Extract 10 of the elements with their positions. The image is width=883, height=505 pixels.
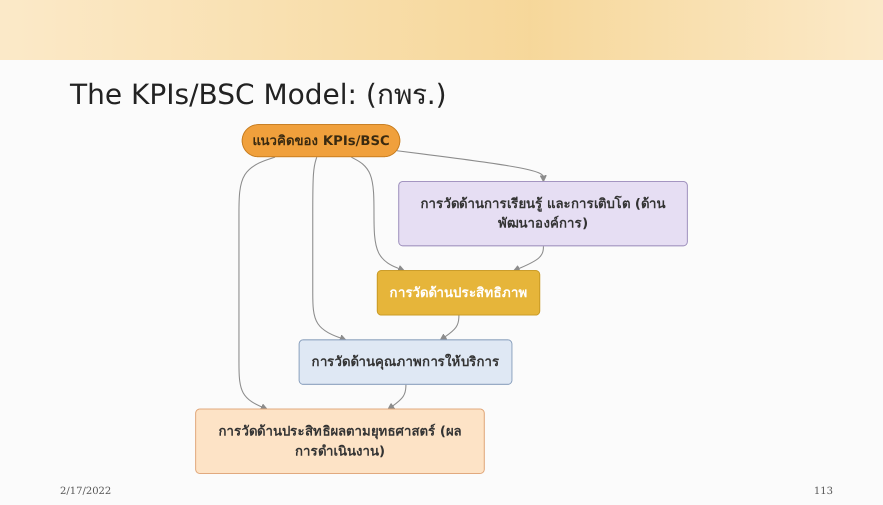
arrow — [238, 156, 276, 410]
arrow — [312, 157, 347, 342]
date-label: 2/17/2022 — [60, 486, 112, 497]
arrow — [512, 246, 544, 272]
page-number: 113 — [814, 486, 833, 497]
arrow — [387, 384, 406, 410]
arrow — [351, 156, 405, 272]
arrow — [440, 315, 460, 341]
arrow — [396, 150, 547, 182]
slide-title: The KPIs/BSC Model: (กพร.) — [70, 77, 447, 113]
